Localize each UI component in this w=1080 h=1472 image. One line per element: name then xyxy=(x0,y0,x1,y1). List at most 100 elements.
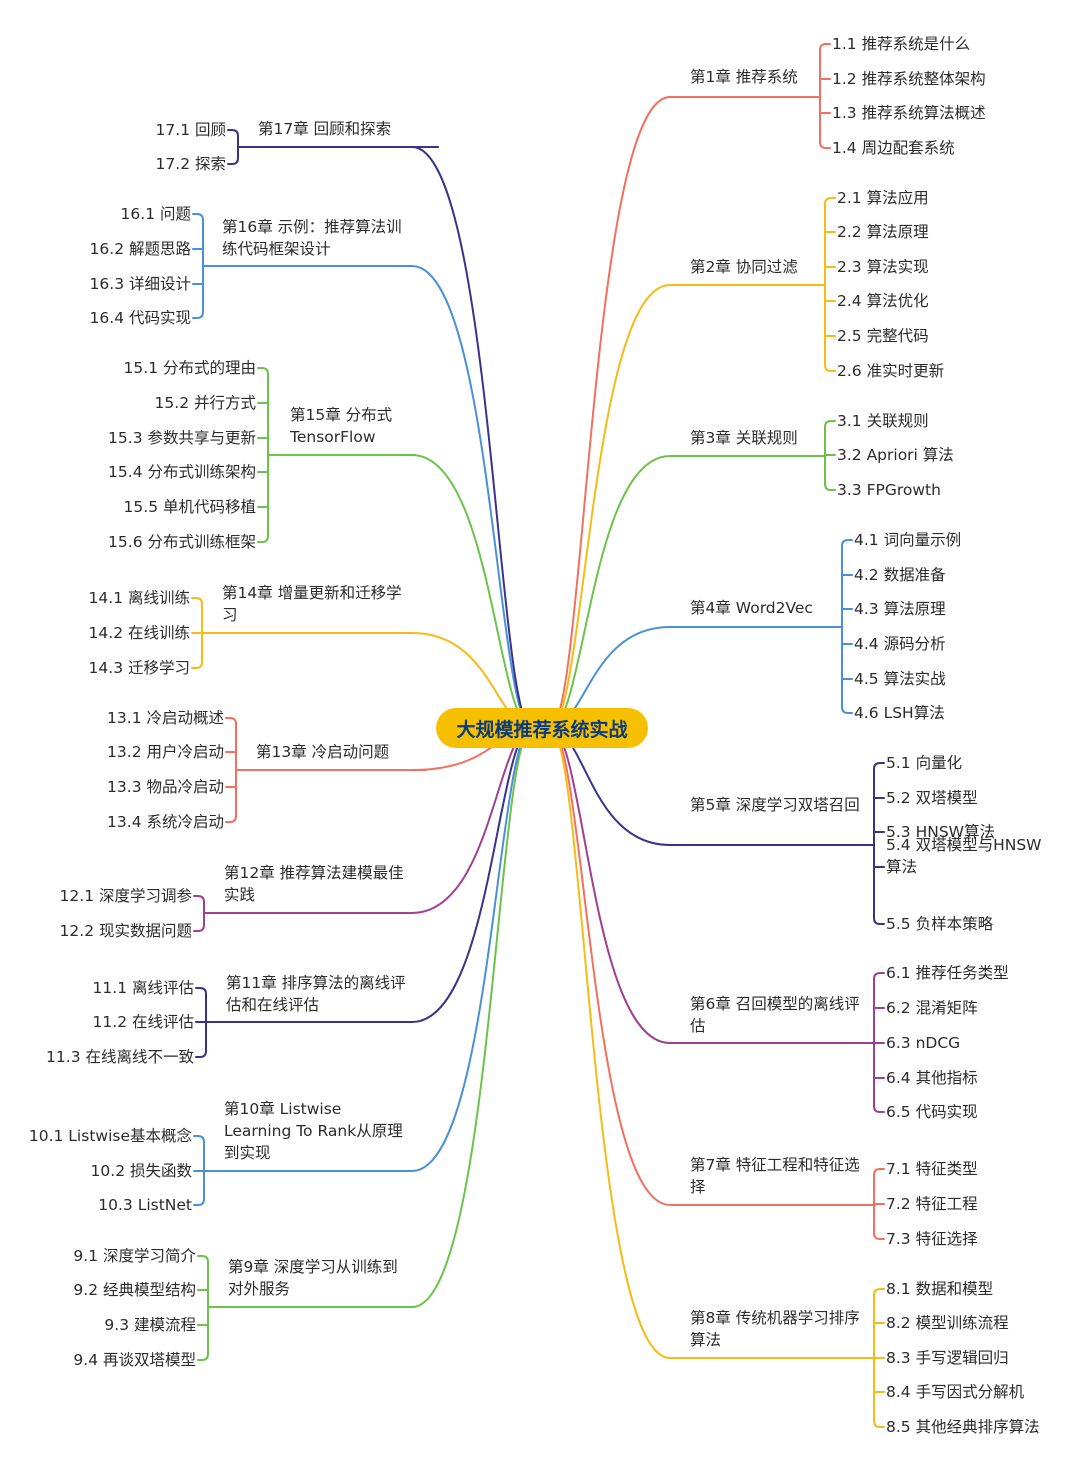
section-5-1[interactable]: 5.1 向量化 xyxy=(886,754,963,772)
chapter-16[interactable]: 第16章 示例：推荐算法训练代码框架设计 xyxy=(222,218,402,258)
section-15-5[interactable]: 15.5 单机代码移植 xyxy=(123,498,256,516)
section-3-1[interactable]: 3.1 关联规则 xyxy=(837,412,929,430)
section-15-6[interactable]: 15.6 分布式训练框架 xyxy=(108,533,256,551)
chapter-17[interactable]: 第17章 回顾和探索 xyxy=(258,120,392,138)
section-4-6[interactable]: 4.6 LSH算法 xyxy=(854,704,945,722)
section-1-1[interactable]: 1.1 推荐系统是什么 xyxy=(832,35,971,53)
section-9-4[interactable]: 9.4 再谈双塔模型 xyxy=(73,1351,196,1369)
bracket-tick-1-1 xyxy=(819,43,831,51)
chapter-connector-1 xyxy=(549,96,691,729)
bracket-tick-2-6 xyxy=(824,364,836,372)
section-5-5[interactable]: 5.5 负样本策略 xyxy=(886,915,994,933)
section-8-4[interactable]: 8.4 手写因式分解机 xyxy=(886,1383,1025,1401)
chapter-9[interactable]: 第9章 深度学习从训练到对外服务 xyxy=(228,1258,398,1298)
section-10-1[interactable]: 10.1 Listwise基本概念 xyxy=(28,1127,192,1145)
section-2-1[interactable]: 2.1 算法应用 xyxy=(837,189,929,207)
section-1-4[interactable]: 1.4 周边配套系统 xyxy=(832,139,955,157)
section-17-1[interactable]: 17.1 回顾 xyxy=(155,121,226,139)
section-6-4[interactable]: 6.4 其他指标 xyxy=(886,1069,978,1087)
section-4-1[interactable]: 4.1 词向量示例 xyxy=(854,531,962,549)
chapter-2[interactable]: 第2章 协同过滤 xyxy=(690,258,798,276)
section-7-1[interactable]: 7.1 特征类型 xyxy=(886,1160,978,1178)
central-topic[interactable]: 大规模推荐系统实战 xyxy=(436,708,648,748)
section-13-3[interactable]: 13.3 物品冷启动 xyxy=(107,778,224,796)
section-8-3[interactable]: 8.3 手写逻辑回归 xyxy=(886,1349,1009,1367)
bracket-tick-12-1 xyxy=(193,895,205,903)
section-5-4[interactable]: 5.4 双塔模型与HNSW算法 xyxy=(886,836,1042,876)
section-9-1[interactable]: 9.1 深度学习简介 xyxy=(73,1247,196,1265)
section-6-1[interactable]: 6.1 推荐任务类型 xyxy=(886,964,1009,982)
section-14-2[interactable]: 14.2 在线训练 xyxy=(88,624,190,642)
section-4-5[interactable]: 4.5 算法实战 xyxy=(854,670,946,688)
section-2-6[interactable]: 2.6 准实时更新 xyxy=(837,362,945,380)
section-3-2[interactable]: 3.2 Apriori 算法 xyxy=(837,446,954,464)
section-8-1[interactable]: 8.1 数据和模型 xyxy=(886,1280,994,1298)
section-17-2[interactable]: 17.2 探索 xyxy=(155,155,226,173)
chapter-15[interactable]: 第15章 分布式TensorFlow xyxy=(290,406,393,446)
section-5-2[interactable]: 5.2 双塔模型 xyxy=(886,789,978,807)
section-15-2[interactable]: 15.2 并行方式 xyxy=(154,394,256,412)
section-6-2[interactable]: 6.2 混淆矩阵 xyxy=(886,999,978,1017)
chapter-13[interactable]: 第13章 冷启动问题 xyxy=(256,743,390,761)
chapter-11[interactable]: 第11章 排序算法的离线评估和在线评估 xyxy=(226,974,406,1014)
section-12-1[interactable]: 12.1 深度学习调参 xyxy=(59,887,192,905)
section-10-3[interactable]: 10.3 ListNet xyxy=(98,1196,192,1214)
section-7-3[interactable]: 7.3 特征选择 xyxy=(886,1230,978,1248)
chapter-1[interactable]: 第1章 推荐系统 xyxy=(690,68,798,86)
section-2-5[interactable]: 2.5 完整代码 xyxy=(837,327,929,345)
section-13-1[interactable]: 13.1 冷启动概述 xyxy=(107,709,224,727)
section-6-3[interactable]: 6.3 nDCG xyxy=(886,1034,961,1052)
chapter-5[interactable]: 第5章 深度学习双塔召回 xyxy=(690,796,860,814)
section-9-3[interactable]: 9.3 建模流程 xyxy=(104,1316,196,1334)
section-4-2[interactable]: 4.2 数据准备 xyxy=(854,566,946,584)
chapter-10[interactable]: 第10章 Listwise Learning To Rank从原理到实现 xyxy=(224,1100,403,1162)
chapter-4[interactable]: 第4章 Word2Vec xyxy=(690,599,813,617)
section-12-2[interactable]: 12.2 现实数据问题 xyxy=(59,922,192,940)
section-16-4[interactable]: 16.4 代码实现 xyxy=(89,309,191,327)
bracket-tick-7-3 xyxy=(873,1232,885,1240)
chapter-connector-16 xyxy=(401,265,533,729)
chapter-connector-8 xyxy=(549,727,691,1359)
bracket-tick-11-3 xyxy=(195,1050,207,1058)
section-10-2[interactable]: 10.2 损失函数 xyxy=(90,1162,192,1180)
section-3-3[interactable]: 3.3 FPGrowth xyxy=(837,481,941,499)
section-13-2[interactable]: 13.2 用户冷启动 xyxy=(107,743,224,761)
chapter-14[interactable]: 第14章 增量更新和迁移学习 xyxy=(222,584,402,624)
chapter-3[interactable]: 第3章 关联规则 xyxy=(690,429,798,447)
section-15-1[interactable]: 15.1 分布式的理由 xyxy=(123,359,256,377)
section-1-2[interactable]: 1.2 推荐系统整体架构 xyxy=(832,70,986,88)
bracket-tick-3-3 xyxy=(824,483,836,491)
section-15-3[interactable]: 15.3 参数共享与更新 xyxy=(108,429,256,447)
section-4-3[interactable]: 4.3 算法原理 xyxy=(854,600,946,618)
section-16-3[interactable]: 16.3 详细设计 xyxy=(89,275,191,293)
section-16-2[interactable]: 16.2 解题思路 xyxy=(89,240,191,258)
bracket-tick-12-2 xyxy=(193,924,205,932)
section-13-4[interactable]: 13.4 系统冷启动 xyxy=(107,813,224,831)
section-1-3[interactable]: 1.3 推荐系统算法概述 xyxy=(832,104,986,122)
section-15-4[interactable]: 15.4 分布式训练架构 xyxy=(108,463,256,481)
section-11-2[interactable]: 11.2 在线评估 xyxy=(92,1013,194,1031)
bracket-tick-4-1 xyxy=(841,539,853,547)
section-8-2[interactable]: 8.2 模型训练流程 xyxy=(886,1314,1009,1332)
section-2-2[interactable]: 2.2 算法原理 xyxy=(837,223,929,241)
section-11-1[interactable]: 11.1 离线评估 xyxy=(92,979,194,997)
chapter-7[interactable]: 第7章 特征工程和特征选择 xyxy=(690,1156,860,1196)
section-14-1[interactable]: 14.1 离线训练 xyxy=(88,589,190,607)
section-6-5[interactable]: 6.5 代码实现 xyxy=(886,1103,978,1121)
bracket-tick-16-1 xyxy=(192,213,204,221)
chapter-8[interactable]: 第8章 传统机器学习排序算法 xyxy=(690,1309,860,1349)
section-2-4[interactable]: 2.4 算法优化 xyxy=(837,292,929,310)
section-14-3[interactable]: 14.3 迁移学习 xyxy=(88,659,190,677)
section-7-2[interactable]: 7.2 特征工程 xyxy=(886,1195,978,1213)
section-2-3[interactable]: 2.3 算法实现 xyxy=(837,258,929,276)
chapter-6[interactable]: 第6章 召回模型的离线评估 xyxy=(690,995,860,1035)
section-16-1[interactable]: 16.1 问题 xyxy=(120,205,191,223)
chapter-connector-9 xyxy=(407,727,533,1308)
section-9-2[interactable]: 9.2 经典模型结构 xyxy=(73,1281,196,1299)
bracket-tick-7-1 xyxy=(873,1168,885,1176)
section-5-3[interactable]: 5.3 HNSW算法 xyxy=(886,823,995,841)
section-8-5[interactable]: 8.5 其他经典排序算法 xyxy=(886,1418,1040,1436)
section-11-3[interactable]: 11.3 在线离线不一致 xyxy=(46,1048,194,1066)
chapter-12[interactable]: 第12章 推荐算法建模最佳实践 xyxy=(224,864,404,904)
section-4-4[interactable]: 4.4 源码分析 xyxy=(854,635,946,653)
